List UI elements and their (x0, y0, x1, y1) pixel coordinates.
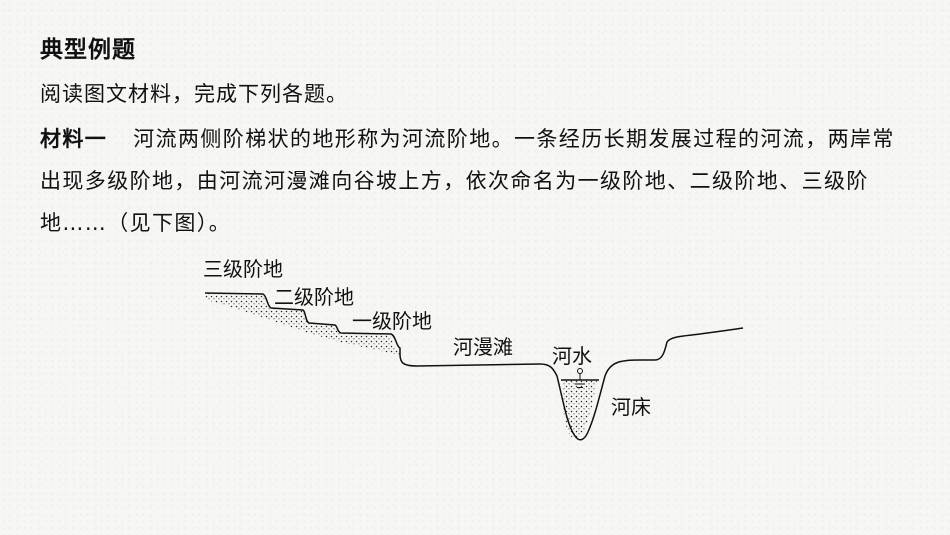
label-terrace-2: 二级阶地 (274, 285, 354, 309)
label-terrace-1: 一级阶地 (352, 309, 432, 333)
label-floodplain: 河漫滩 (453, 335, 513, 359)
material-text: 河流两侧阶梯状的地形称为河流阶地。一条经历长期发展过程的河流，两岸常出现多级阶地… (40, 127, 895, 235)
label-riverbed: 河床 (611, 395, 651, 419)
river-terrace-diagram: 三级阶地 二级阶地 一级阶地 河漫滩 河水 河床 (195, 250, 755, 450)
label-river-water: 河水 (552, 344, 592, 368)
material-label: 材料一 (40, 127, 108, 151)
riverbed-sediment (562, 380, 597, 438)
label-terrace-3: 三级阶地 (203, 257, 283, 281)
water-level-icon (575, 368, 585, 388)
ground-profile (204, 292, 744, 441)
sediment-fill (205, 293, 400, 357)
instructions: 阅读图文材料，完成下列各题。 (40, 82, 348, 106)
material-one-paragraph: 材料一河流两侧阶梯状的地形称为河流阶地。一条经历长期发展过程的河流，两岸常出现多… (40, 118, 910, 244)
section-heading: 典型例题 (40, 37, 136, 63)
